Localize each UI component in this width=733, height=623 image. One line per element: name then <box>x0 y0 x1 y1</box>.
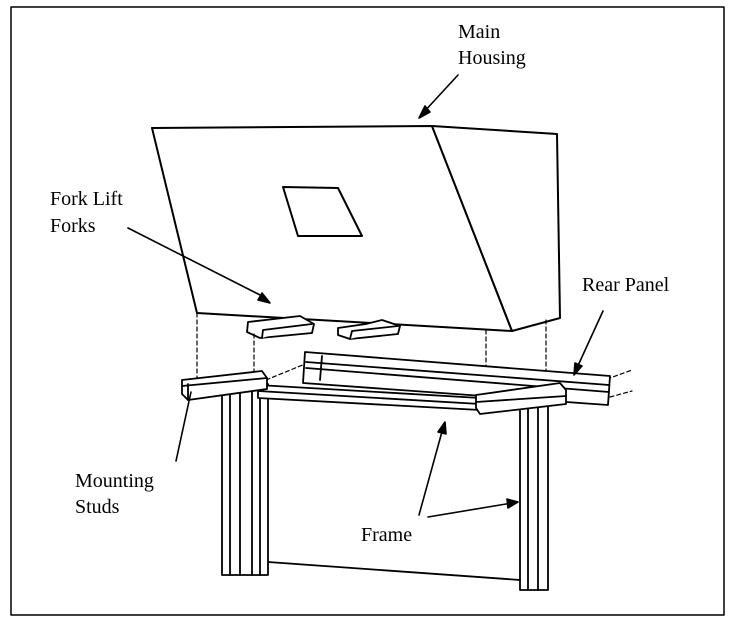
alignment-lines <box>196 312 633 398</box>
leader-lines <box>127 74 604 518</box>
frame <box>181 370 567 591</box>
main-housing-label-line1: Main <box>458 21 501 43</box>
main-housing-label-line2: Housing <box>458 47 526 69</box>
fork-lift-leader <box>127 227 265 298</box>
mounting-studs-label-line2: Studs <box>75 496 120 518</box>
fork-lift-forks <box>246 315 401 340</box>
figure-border <box>10 6 725 616</box>
main-housing <box>151 125 561 332</box>
rear-panel-leader <box>575 310 604 371</box>
mounting-studs-label-line1: Mounting <box>75 470 154 492</box>
housing-window <box>282 186 363 237</box>
mounting-studs-leader <box>175 391 192 462</box>
main-housing-leader <box>422 74 459 114</box>
fork-lift-label-line1: Fork Lift <box>50 188 123 210</box>
frame-leader-left <box>418 427 444 516</box>
frame-leader-right <box>427 502 513 518</box>
rear-panel-label: Rear Panel <box>582 274 670 296</box>
fork-lift-label-line2: Forks <box>50 215 96 237</box>
frame-label: Frame <box>361 524 413 546</box>
